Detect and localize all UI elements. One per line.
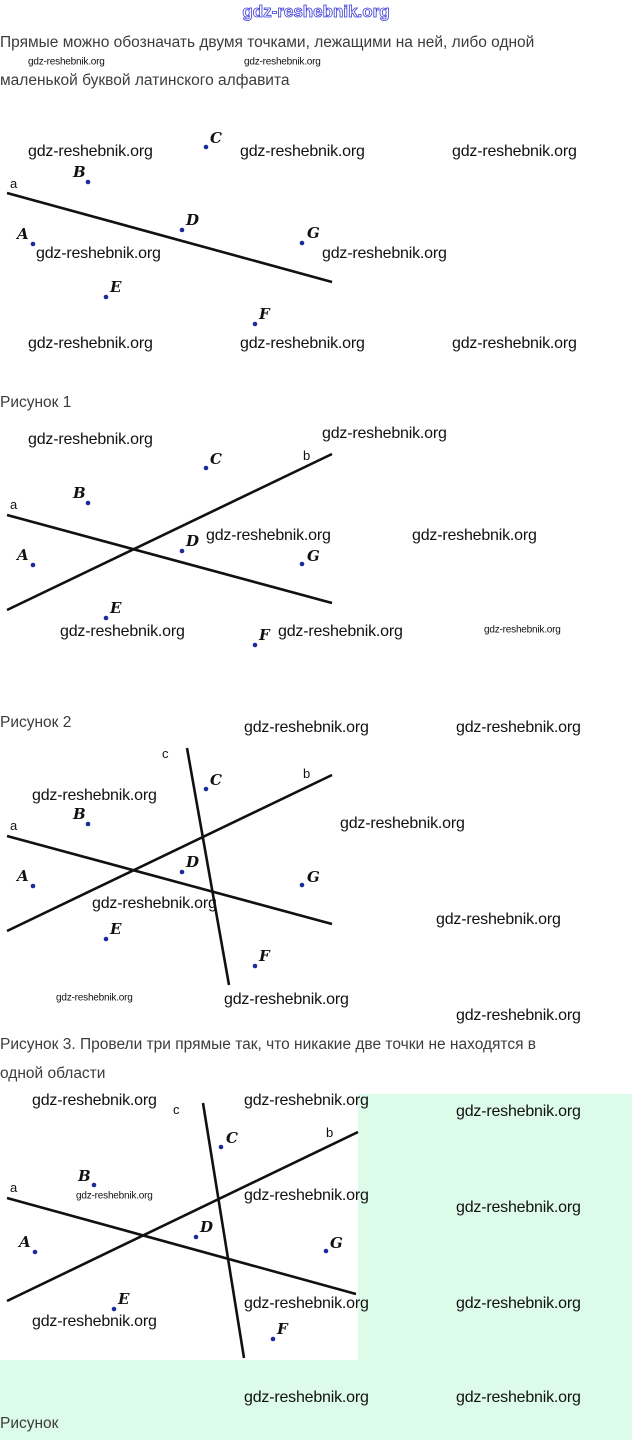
watermark: gdz-reshebnik.org — [456, 1199, 581, 1216]
point-label-b: B — [72, 163, 86, 181]
watermark: gdz-reshebnik.org — [76, 1190, 153, 1202]
point-label-e: E — [109, 278, 122, 296]
line-label-c: c — [162, 746, 169, 761]
point-label-b: B — [72, 805, 86, 823]
line-label-a: a — [10, 497, 18, 512]
highlight-right — [358, 1094, 632, 1360]
watermark: gdz-reshebnik.org — [244, 1187, 369, 1204]
point-label-e: E — [117, 1290, 130, 1308]
line-a-fig1 — [6, 191, 333, 284]
watermark: gdz-reshebnik.org — [456, 1103, 581, 1120]
caption-figure-4: Рисунок — [0, 1415, 59, 1432]
line-b-fig2 — [6, 452, 333, 612]
line-label-b: b — [303, 766, 310, 781]
point-label-a: A — [15, 225, 29, 243]
point-label-b: B — [72, 484, 86, 502]
watermark: gdz-reshebnik.org — [244, 1295, 369, 1312]
caption-figure-3-line-1: Рисунок 3. Провели три прямые так, что н… — [0, 1036, 537, 1053]
watermark: gdz-reshebnik.org — [456, 1389, 581, 1406]
watermark: gdz-reshebnik.org — [278, 623, 403, 640]
point-label-e: E — [109, 920, 122, 938]
watermark: gdz-reshebnik.org — [32, 1092, 157, 1109]
highlight-bottom — [0, 1360, 632, 1440]
point-label-d: D — [185, 532, 199, 550]
point-label-a: A — [17, 1233, 31, 1251]
watermark: gdz-reshebnik.org — [28, 143, 153, 160]
line-b-fig3 — [6, 773, 333, 933]
watermark: gdz-reshebnik.org — [92, 895, 217, 912]
point-label-f: F — [258, 626, 271, 644]
point-label-f: F — [258, 947, 271, 965]
watermark: gdz-reshebnik.org — [322, 245, 447, 262]
point-label-a: A — [15, 867, 29, 885]
line-label-a: a — [10, 818, 18, 833]
point-label-g: G — [307, 547, 320, 565]
watermark: gdz-reshebnik.org — [452, 143, 577, 160]
point-label-e: E — [109, 599, 122, 617]
watermark: gdz-reshebnik.org — [206, 527, 331, 544]
line-c-fig4 — [201, 1102, 246, 1359]
watermark: gdz-reshebnik.org — [244, 1389, 369, 1406]
watermark: gdz-reshebnik.org — [456, 1295, 581, 1312]
point-label-g: G — [330, 1234, 343, 1252]
point-label-g: G — [307, 868, 320, 886]
point-label-a: A — [15, 546, 29, 564]
points — [30, 144, 329, 1342]
line-b-fig4 — [6, 1130, 359, 1303]
point-label-c: C — [210, 450, 222, 468]
watermark: gdz-reshebnik.org — [60, 623, 185, 640]
line-label-b: b — [326, 1125, 333, 1140]
line-a-fig2 — [6, 513, 333, 605]
watermark: gdz-reshebnik.org — [412, 527, 537, 544]
watermark: gdz-reshebnik.org — [224, 991, 349, 1008]
line-a-fig3 — [6, 834, 333, 926]
watermark: gdz-reshebnik.org — [436, 911, 561, 928]
watermark: gdz-reshebnik.org — [340, 815, 465, 832]
watermark: gdz-reshebnik.org — [36, 245, 161, 262]
watermark: gdz-reshebnik.org — [32, 1313, 157, 1330]
intro-line-2: маленькой буквой латинского алфавита — [0, 72, 290, 89]
point-label-c: C — [210, 129, 222, 147]
point-label-c: C — [226, 1129, 238, 1147]
watermark: gdz-reshebnik.org — [456, 719, 581, 736]
line-c-fig3 — [185, 747, 231, 986]
watermark: gdz-reshebnik.org — [56, 992, 133, 1004]
point-label-b: B — [77, 1167, 91, 1185]
watermark: gdz-reshebnik.org — [456, 1007, 581, 1024]
point-label-f: F — [276, 1320, 289, 1338]
watermark: gdz-reshebnik.org — [244, 56, 321, 68]
point-label-d: D — [185, 853, 199, 871]
watermark: gdz-reshebnik.org — [28, 335, 153, 352]
point-label-c: C — [210, 771, 222, 789]
caption-figure-3-line-2: одной области — [0, 1065, 106, 1082]
watermark: gdz-reshebnik.org — [452, 335, 577, 352]
watermark: gdz-reshebnik.org — [484, 624, 561, 636]
site-title[interactable]: gdz-reshebnik.org — [242, 2, 390, 22]
line-label-c: c — [173, 1102, 180, 1117]
caption-figure-2: Рисунок 2 — [0, 714, 72, 731]
line-label-a: a — [10, 176, 18, 191]
watermark: gdz-reshebnik.org — [244, 1092, 369, 1109]
point-label-f: F — [258, 305, 271, 323]
watermark: gdz-reshebnik.org — [28, 56, 105, 68]
watermark: gdz-reshebnik.org — [322, 425, 447, 442]
watermark: gdz-reshebnik.org — [240, 335, 365, 352]
watermark: gdz-reshebnik.org — [240, 143, 365, 160]
watermark: gdz-reshebnik.org — [244, 719, 369, 736]
point-label-g: G — [307, 224, 320, 242]
line-label-a: a — [10, 1180, 18, 1195]
line-a-fig4 — [6, 1196, 357, 1296]
watermark: gdz-reshebnik.org — [28, 431, 153, 448]
line-label-b: b — [303, 448, 310, 463]
point-label-d: D — [185, 211, 199, 229]
intro-line-1: Прямые можно обозначать двумя точками, л… — [0, 34, 535, 51]
watermark: gdz-reshebnik.org — [32, 787, 157, 804]
caption-figure-1: Рисунок 1 — [0, 394, 72, 411]
point-label-d: D — [199, 1218, 213, 1236]
